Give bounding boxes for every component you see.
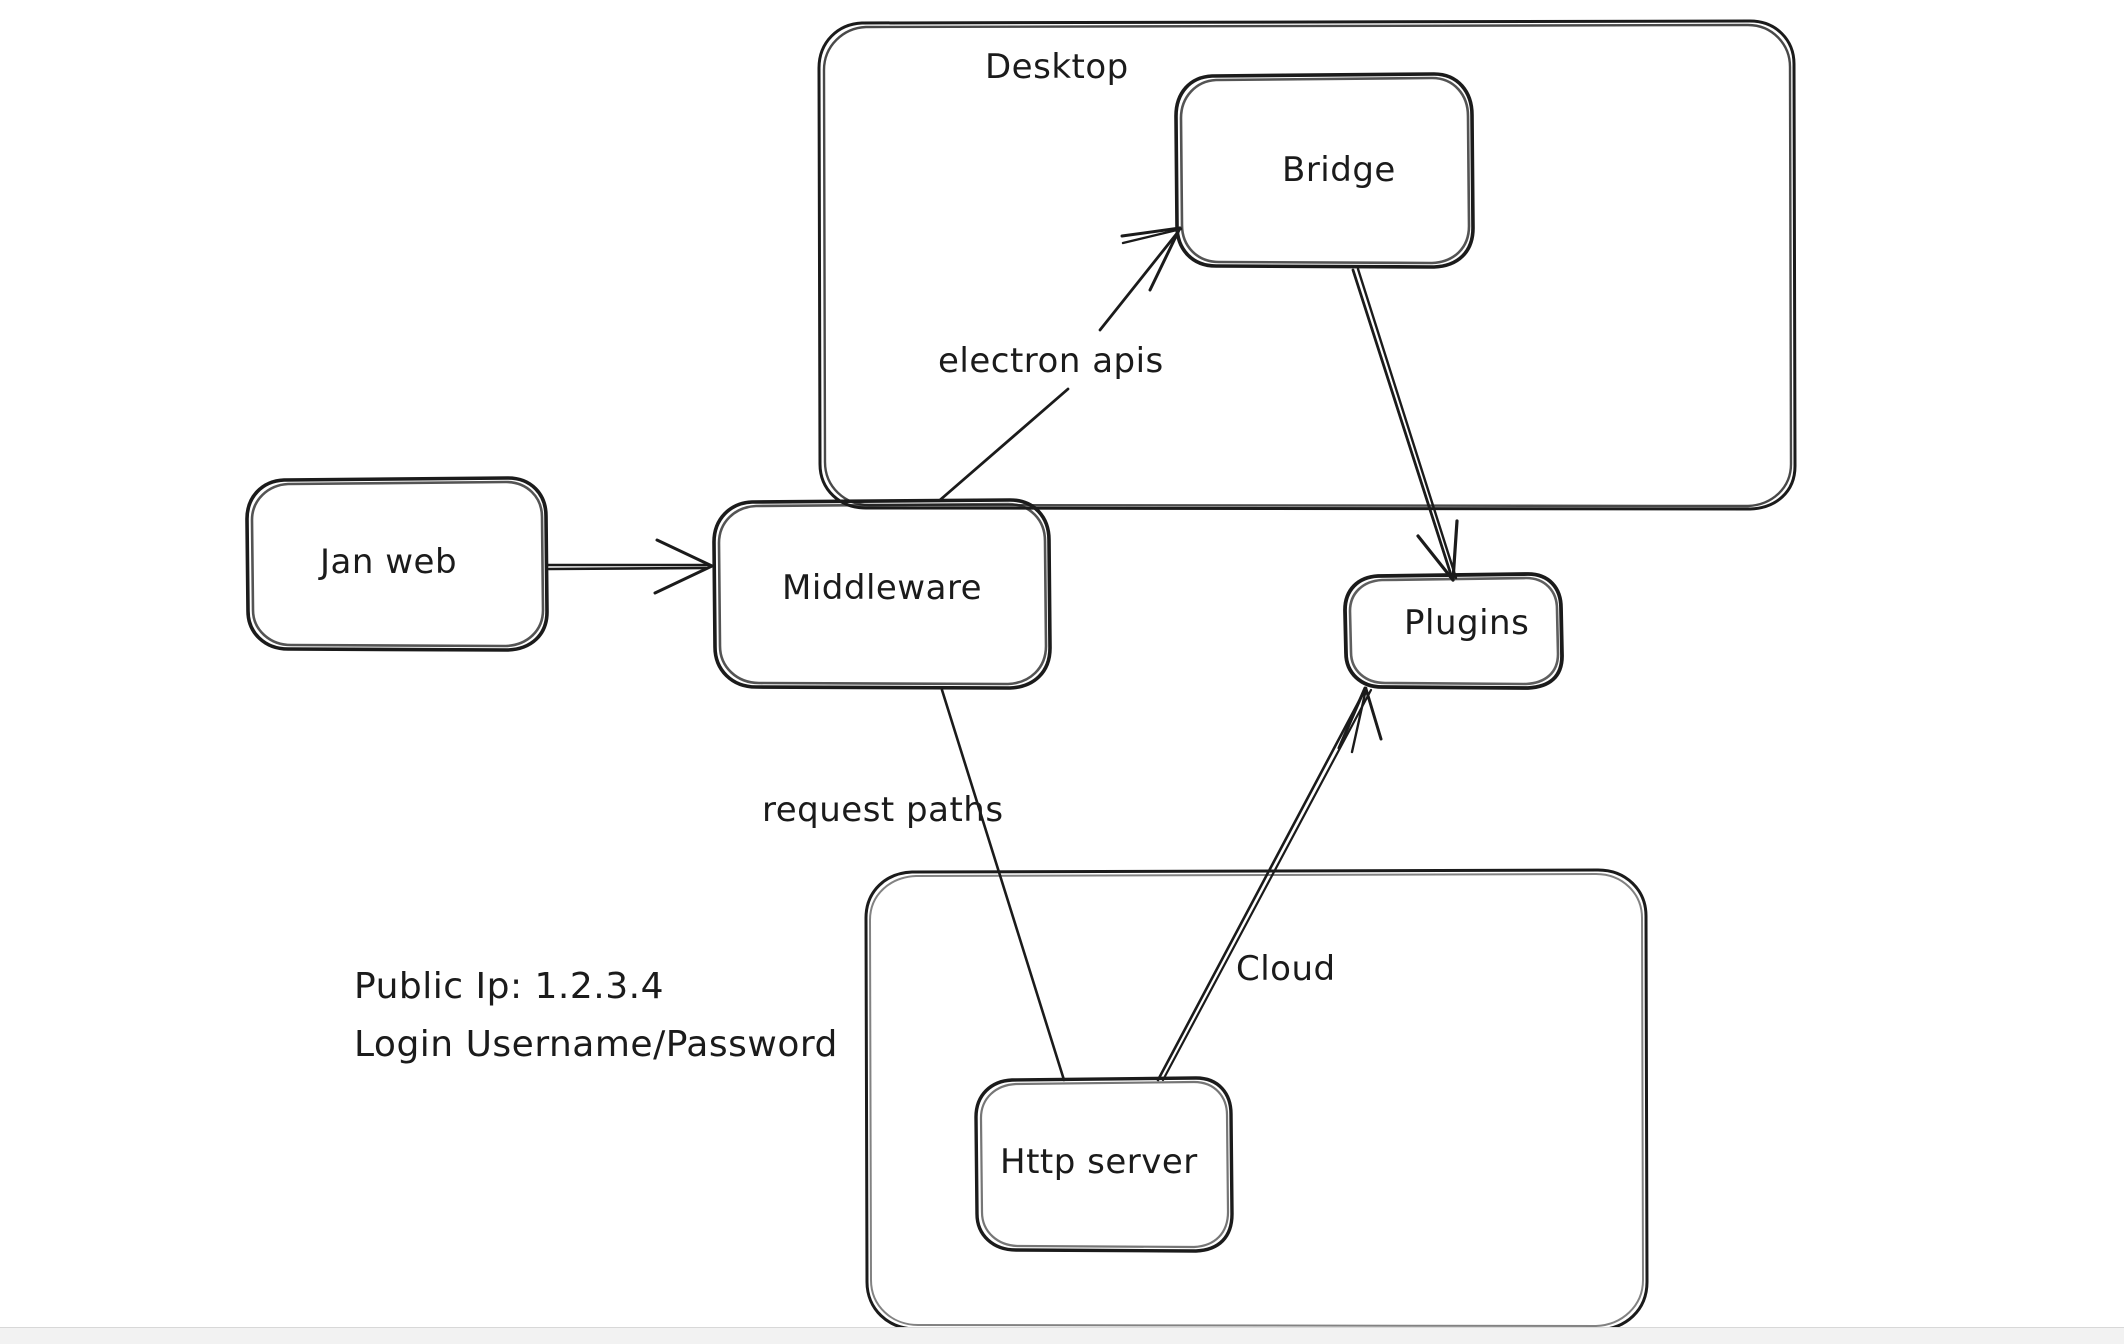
group-desktop-outline [817,19,1797,511]
edge-janweb-middleware [546,538,714,595]
node-label-jan-web[interactable]: Jan web [320,542,458,582]
node-plugins-outline [1343,572,1564,690]
edge-label-electron-apis: electron apis [938,341,1164,381]
edge-label-cloud: Cloud [1236,949,1336,989]
edge-bridge-plugins [1351,267,1459,582]
edge-httpserver-plugins [1156,686,1383,1082]
note-login-credentials: Login Username/Password [354,1024,838,1065]
bottom-edge-strip [0,1327,2124,1344]
edge-label-request-paths: request paths [762,790,1004,830]
node-label-middleware[interactable]: Middleware [782,568,983,608]
node-middleware-outline [712,498,1052,690]
edge-middleware-httpserver [940,688,1066,1082]
node-label-plugins[interactable]: Plugins [1404,603,1530,643]
node-label-http-server[interactable]: Http server [1000,1142,1198,1182]
node-label-bridge[interactable]: Bridge [1282,150,1396,190]
node-http-server-outline [974,1076,1234,1253]
node-jan-web-outline [245,476,549,652]
note-public-ip: Public Ip: 1.2.3.4 [354,966,664,1007]
group-label-desktop: Desktop [985,47,1129,87]
edge-middleware-bridge [938,226,1183,502]
node-bridge-outline [1174,72,1475,269]
group-cloud-outline [864,868,1649,1332]
